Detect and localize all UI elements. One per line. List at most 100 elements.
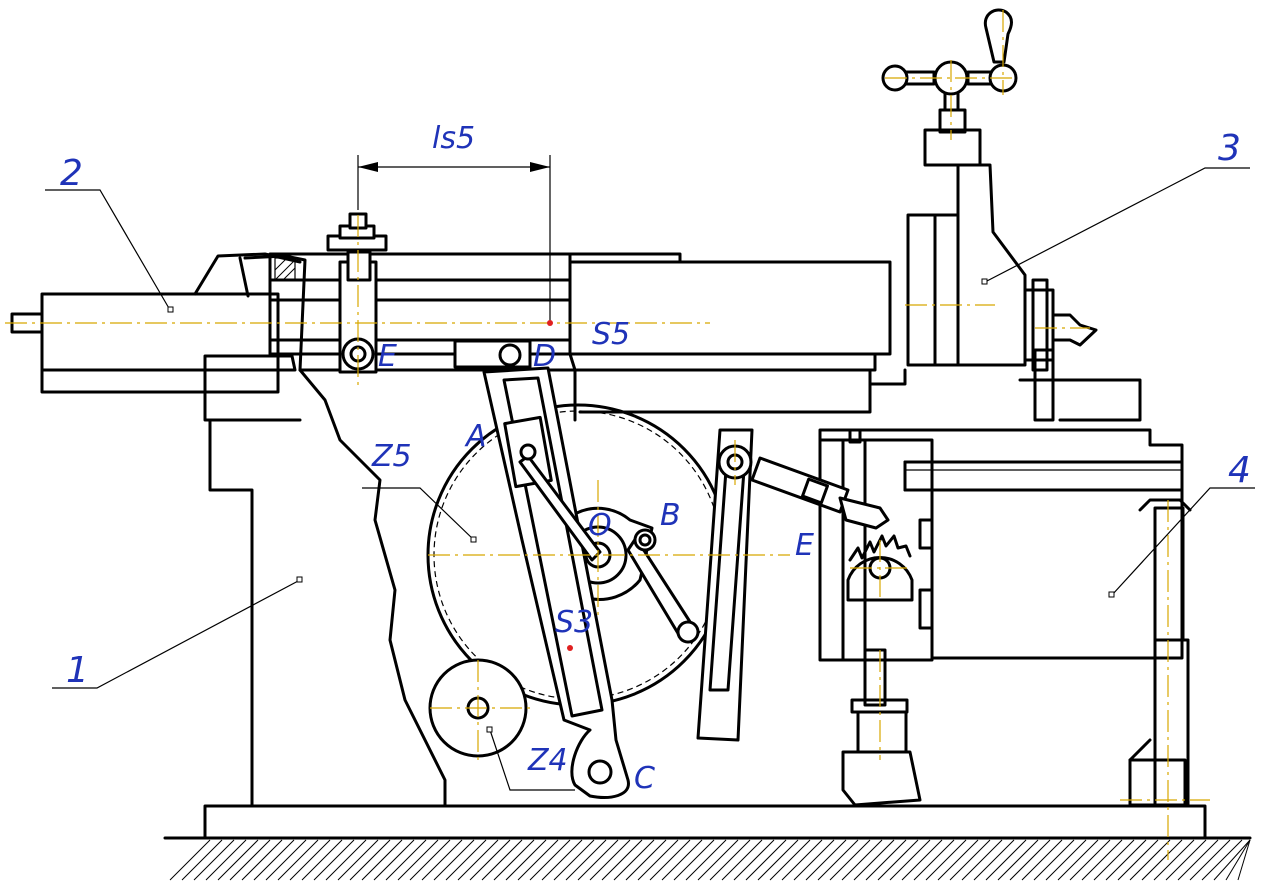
ground-hatch-line <box>1117 839 1159 881</box>
ground-hatch-line <box>421 839 463 881</box>
ground-hatch-line <box>493 839 535 881</box>
label-point-e-right: E <box>795 528 814 563</box>
ground-hatch-line <box>301 839 343 881</box>
ground-hatch-line <box>1237 839 1251 881</box>
ground-hatch-line <box>793 839 835 881</box>
labels: 2 3 4 1 ls5 S5 E D A Z5 O B E S3 Z4 C <box>60 121 1251 796</box>
label-point-b: B <box>660 498 681 533</box>
ground-hatch-line <box>685 839 727 881</box>
ground-hatch-line <box>865 839 907 881</box>
ground-hatch-line <box>1129 839 1171 881</box>
ground-hatch-line <box>1177 839 1219 881</box>
ground-hatching <box>163 836 1252 881</box>
ground-hatch-line <box>373 839 415 881</box>
work-table <box>818 428 1192 807</box>
ground-hatch-line <box>217 839 259 881</box>
label-point-c: C <box>634 761 655 796</box>
ground-hatch-line <box>229 839 271 881</box>
ground-hatch-line <box>1093 839 1135 881</box>
ground-hatch-line <box>625 839 667 881</box>
label-part-3: 3 <box>1218 128 1241 169</box>
ram <box>10 252 907 422</box>
ground-hatch-line <box>745 839 787 881</box>
ground-hatch-line <box>1081 839 1123 881</box>
dimension-ls5 <box>357 155 551 325</box>
ground-hatch-line <box>997 839 1039 881</box>
ground-hatch-line <box>1021 839 1063 881</box>
label-point-d: D <box>533 339 556 374</box>
ground-hatch-line <box>637 839 679 881</box>
label-gear-z4: Z4 <box>527 743 568 778</box>
ground-hatch-line <box>205 839 247 881</box>
label-gear-z5: Z5 <box>371 439 412 474</box>
label-point-e-top: E <box>378 339 397 374</box>
feed-link-b <box>626 528 700 644</box>
ground-hatch-line <box>985 839 1027 881</box>
ground-hatch-line <box>457 839 499 881</box>
leader-lines <box>45 167 1255 791</box>
ground-hatch-line <box>241 839 283 881</box>
ground-hatch-line <box>961 839 1003 881</box>
ground-hatch-line <box>601 839 643 881</box>
ground-hatch-line <box>433 839 475 881</box>
ground-hatch-line <box>409 839 451 881</box>
crank-link <box>518 443 602 562</box>
ground-hatch-line <box>709 839 751 881</box>
ground-hatch-line <box>1165 839 1207 881</box>
ground-hatch-line <box>505 839 547 881</box>
ground-hatch-line <box>445 839 487 881</box>
ground-hatch-line <box>325 839 367 881</box>
mass-center-s5 <box>547 320 553 326</box>
ground-hatch-line <box>1213 839 1251 881</box>
ground-hatch-line <box>1069 839 1111 881</box>
ground-hatch-line <box>349 839 391 881</box>
ground-hatch-line <box>757 839 799 881</box>
label-point-a: A <box>464 419 487 454</box>
ground-hatch-line <box>973 839 1015 881</box>
ground-hatch-line <box>733 839 775 881</box>
ground-hatch-line <box>193 839 235 881</box>
ground-hatch-line <box>541 839 583 881</box>
ground-hatch-line <box>181 839 223 881</box>
ground-hatch-line <box>661 839 703 881</box>
ground-hatch-line <box>1225 839 1251 881</box>
ground-hatch-line <box>829 839 871 881</box>
ground-hatch-line <box>925 839 967 881</box>
ground-hatch-line <box>949 839 991 881</box>
ground-hatch-line <box>1009 839 1051 881</box>
slider-block-d <box>453 339 532 369</box>
ground-hatch-line <box>337 839 379 881</box>
ground-hatch-line <box>721 839 763 881</box>
ground-hatch-line <box>1201 839 1243 881</box>
ground-hatch-line <box>517 839 559 881</box>
label-part-1: 1 <box>66 650 89 691</box>
label-point-s5: S5 <box>592 317 630 352</box>
ground-hatch-line <box>169 839 211 881</box>
ground-hatch-line <box>853 839 895 881</box>
ground-hatch-line <box>901 839 943 881</box>
ground-hatch-line <box>589 839 631 881</box>
ground-hatch-line <box>277 839 319 881</box>
ground-hatch-line <box>361 839 403 881</box>
label-part-4: 4 <box>1228 450 1251 491</box>
table-support <box>841 428 922 807</box>
ground-hatch-line <box>1153 839 1195 881</box>
ground-hatch-line <box>649 839 691 881</box>
ground-hatch-line <box>1045 839 1087 881</box>
ground-hatch-line <box>613 839 655 881</box>
feed-pawl-arm <box>750 456 890 530</box>
ground-hatch-line <box>841 839 883 881</box>
ground-hatch-line <box>1033 839 1075 881</box>
ground-hatch-line <box>889 839 931 881</box>
mass-centers <box>547 320 573 651</box>
ground-hatch-line <box>529 839 571 881</box>
label-point-s3: S3 <box>555 605 593 640</box>
ground-hatch-line <box>313 839 355 881</box>
ground-hatch-line <box>937 839 979 881</box>
ground-hatch-line <box>817 839 859 881</box>
ground-hatch-line <box>265 839 307 881</box>
ground-hatch-line <box>1141 839 1183 881</box>
ground-hatch-line <box>565 839 607 881</box>
ground-hatch-line <box>289 839 331 881</box>
